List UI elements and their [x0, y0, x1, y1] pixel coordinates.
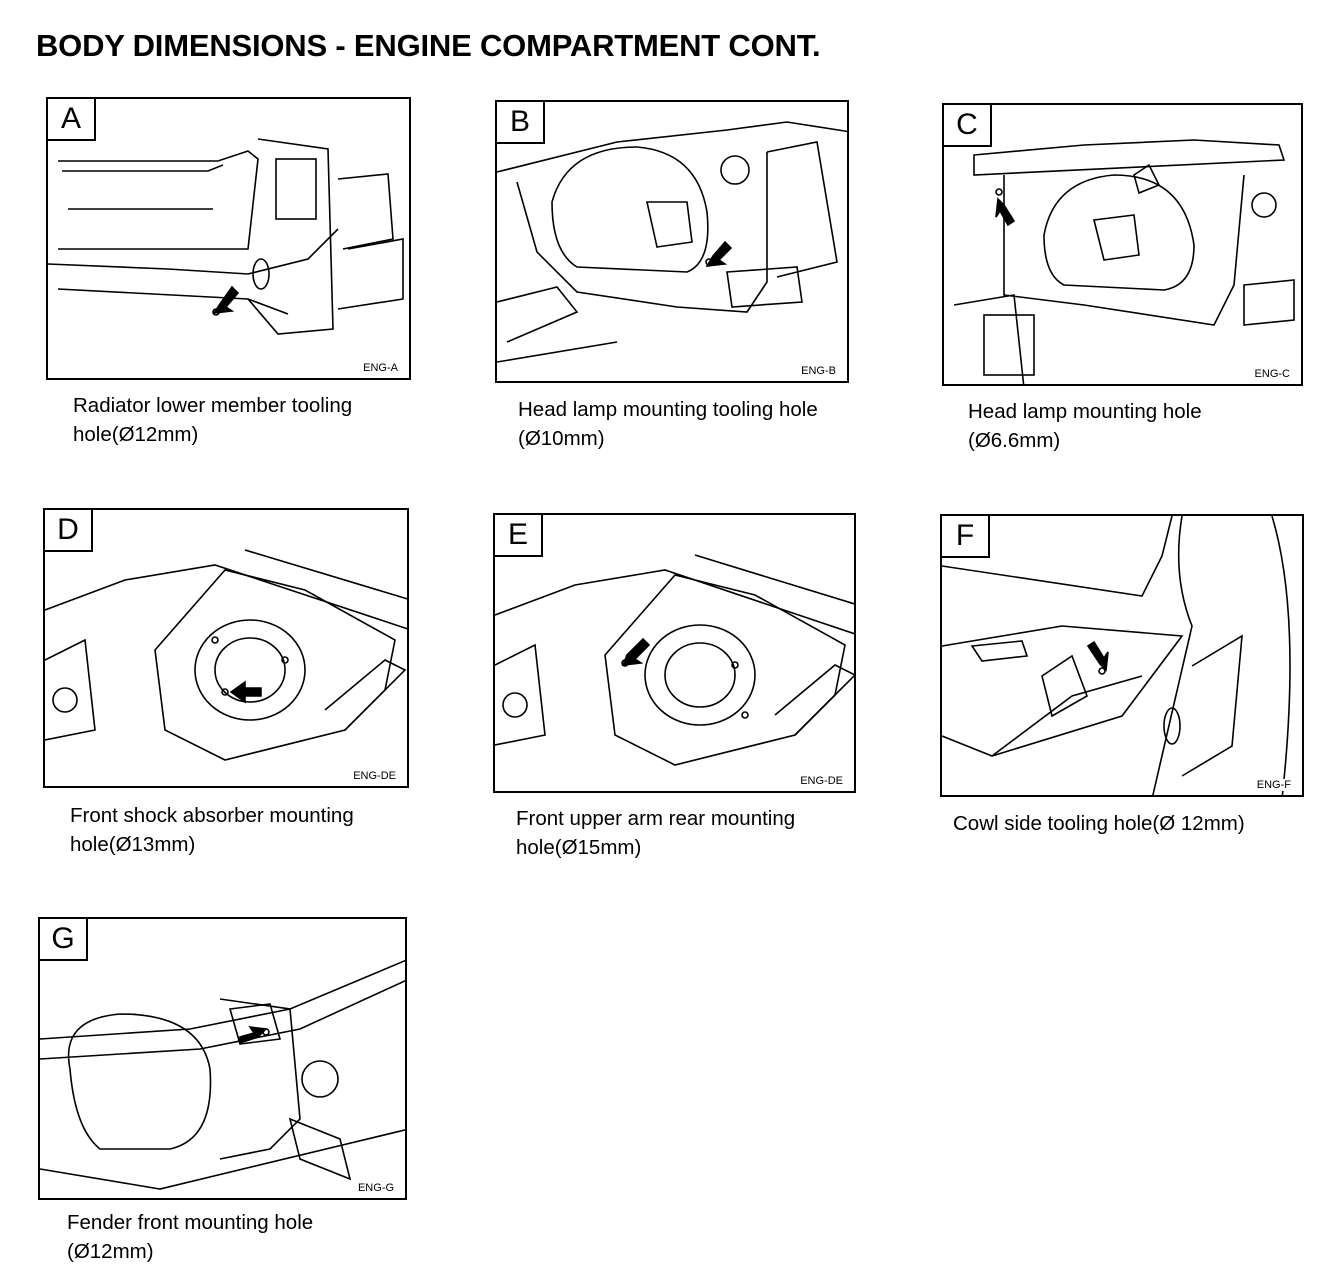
figure-g-caption-line-2: (Ø12mm): [67, 1240, 154, 1263]
figure-c-frame: C ENG-C: [942, 103, 1303, 386]
figure-b-illustration: [497, 121, 847, 363]
figure-g-caption-line-1: Fender front mounting hole: [67, 1211, 314, 1234]
figure-d-caption: Front shock absorber mounting hole(Ø13mm…: [70, 801, 354, 859]
figure-e-caption-line-1: Front upper arm rear mounting: [516, 807, 796, 830]
page-title: BODY DIMENSIONS - ENGINE COMPARTMENT CON…: [36, 28, 821, 63]
figure-a-caption-line-2: hole(Ø12mm): [73, 423, 199, 446]
figure-g-letter: G: [40, 919, 88, 961]
figure-d-illustration: [45, 549, 407, 761]
figure-d-caption-line-1: Front shock absorber mounting: [70, 804, 354, 827]
figure-b-caption-line-2: (Ø10mm): [518, 427, 605, 450]
figure-e-caption-line-2: hole(Ø15mm): [516, 836, 642, 859]
figure-b-frame: B ENG-B: [495, 100, 849, 383]
figure-f-caption: Cowl side tooling hole(Ø 12mm): [953, 809, 1245, 838]
figure-a-caption: Radiator lower member tooling hole(Ø12mm…: [73, 391, 352, 449]
figure-f-code: ENG-F: [1255, 779, 1292, 791]
figure-d-frame: D ENG-DE: [43, 508, 409, 788]
figure-c-illustration: [953, 139, 1295, 384]
figure-e-caption: Front upper arm rear mounting hole(Ø15mm…: [516, 804, 795, 862]
figure-a-frame: A ENG-A: [46, 97, 411, 380]
figure-c-letter: C: [944, 105, 992, 147]
figure-g-illustration: [40, 959, 405, 1190]
figure-f-frame: F ENG-F: [940, 514, 1304, 797]
figure-f-illustration: [942, 516, 1291, 795]
figure-a-caption-line-1: Radiator lower member tooling: [73, 394, 353, 417]
figure-d-code: ENG-DE: [352, 770, 397, 782]
figure-a-code: ENG-A: [362, 362, 399, 374]
figure-f-caption-line-1: Cowl side tooling hole(Ø 12mm): [953, 812, 1245, 835]
figure-a-letter: A: [48, 99, 96, 141]
figure-g-code: ENG-G: [356, 1182, 395, 1194]
figure-b-caption-line-1: Head lamp mounting tooling hole: [518, 398, 818, 421]
figure-e-letter: E: [495, 515, 543, 557]
figure-d-caption-line-2: hole(Ø13mm): [70, 833, 196, 856]
figure-e-code: ENG-DE: [799, 775, 844, 787]
figure-e-illustration: [495, 554, 854, 766]
figure-c-caption-line-2: (Ø6.6mm): [968, 429, 1061, 452]
figure-c-code: ENG-C: [1253, 368, 1291, 380]
figure-g-frame: G ENG-G: [38, 917, 407, 1200]
figure-f-letter: F: [942, 516, 990, 558]
figure-c-caption: Head lamp mounting hole (Ø6.6mm): [968, 397, 1202, 455]
figure-b-code: ENG-B: [800, 365, 837, 377]
figure-a-illustration: [48, 138, 404, 335]
figure-c-caption-line-1: Head lamp mounting hole: [968, 400, 1202, 423]
figure-b-letter: B: [497, 102, 545, 144]
figure-d-letter: D: [45, 510, 93, 552]
figure-e-frame: E ENG-DE: [493, 513, 856, 793]
figure-b-caption: Head lamp mounting tooling hole (Ø10mm): [518, 395, 818, 453]
figure-g-caption: Fender front mounting hole (Ø12mm): [67, 1208, 313, 1266]
